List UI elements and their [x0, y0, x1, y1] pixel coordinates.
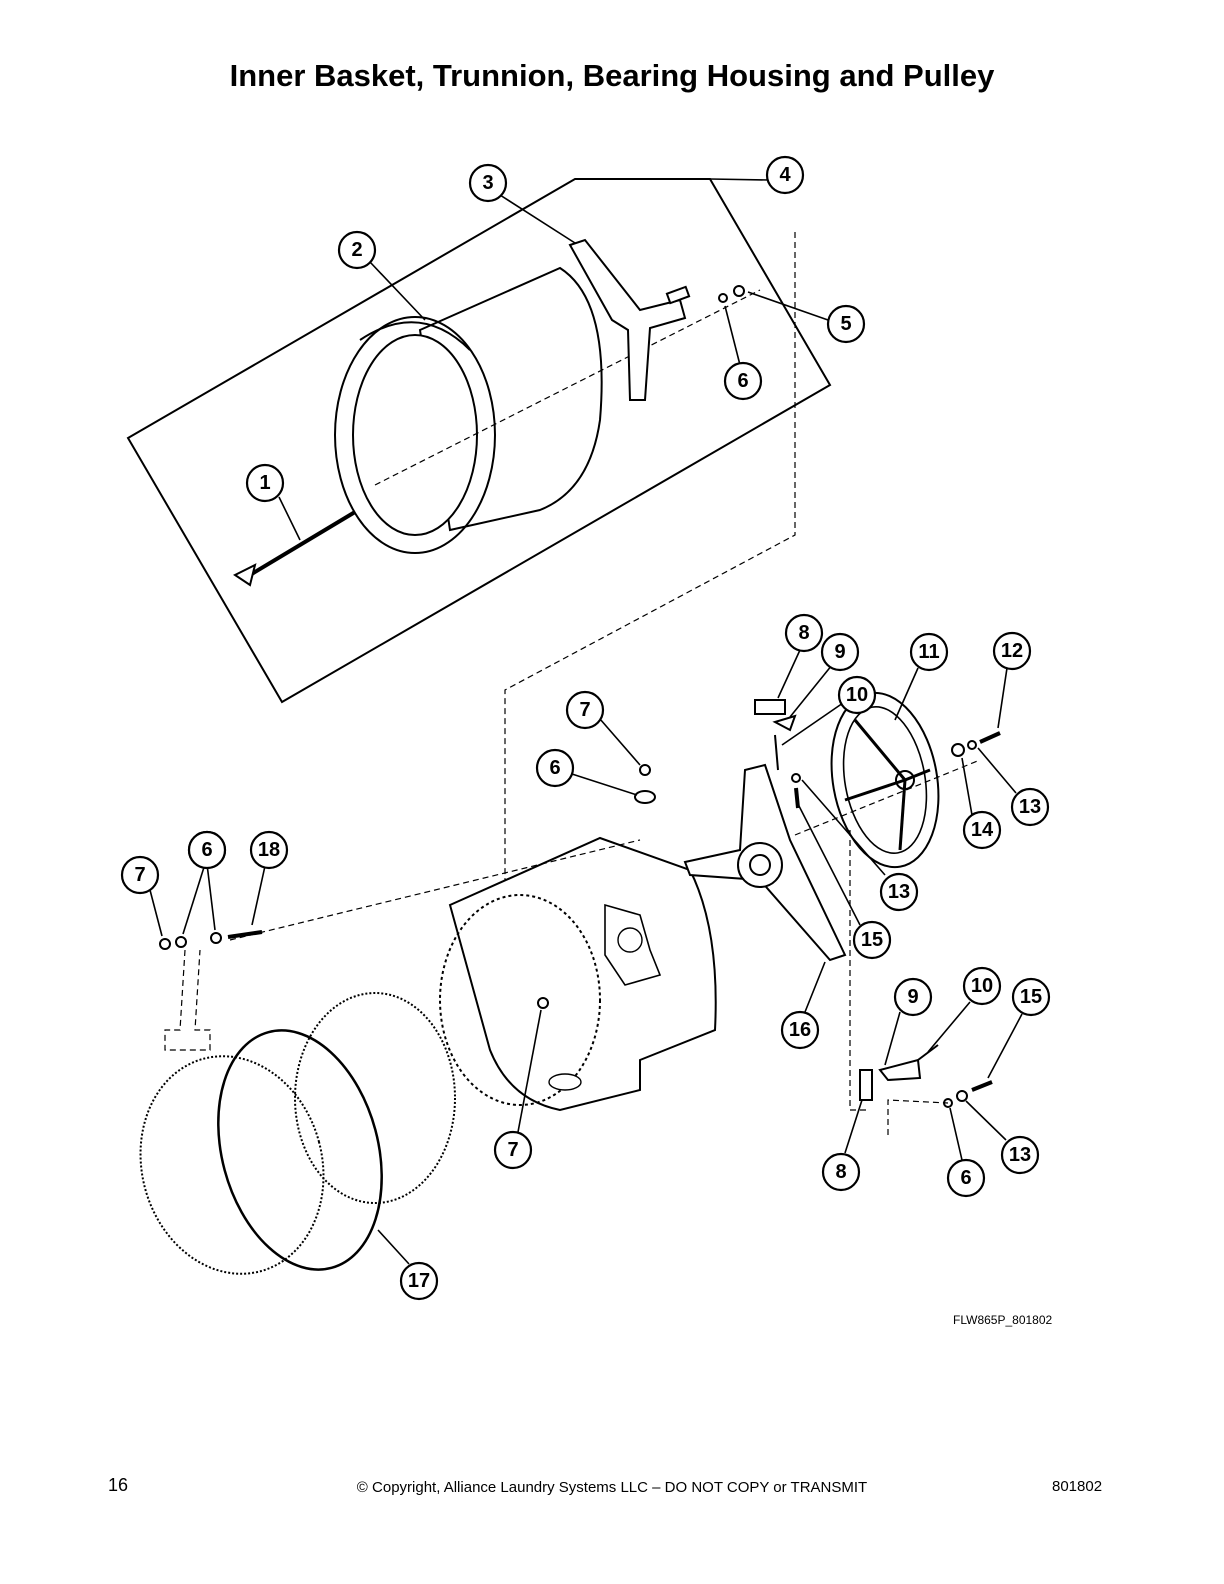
page-number: 16 [108, 1475, 129, 1495]
figure-id: FLW865P_801802 [953, 1313, 1053, 1327]
callout-1: 1 [245, 463, 285, 503]
svg-text:11: 11 [918, 641, 939, 663]
washer-13-upper [791, 773, 801, 783]
door-gasket-17 [217, 1029, 383, 1271]
callout-15: 15 [852, 920, 892, 960]
clamp-ring-outline [139, 1055, 325, 1275]
callout-14: 14 [962, 810, 1002, 850]
front-tub-outline [294, 992, 456, 1204]
basket-rod [233, 510, 357, 587]
callout-15: 15 [1011, 977, 1051, 1017]
svg-text:1: 1 [259, 472, 270, 494]
bearing-housing [683, 763, 847, 962]
svg-text:4: 4 [779, 164, 791, 186]
svg-text:12: 12 [1001, 640, 1023, 662]
clip-9-lower [878, 1058, 922, 1082]
nut-13-lower [956, 1090, 968, 1102]
svg-text:7: 7 [579, 699, 590, 721]
pin-10-lower [917, 1044, 939, 1061]
svg-text:5: 5 [840, 313, 851, 335]
callout-6: 6 [946, 1158, 986, 1198]
nut-13-pulley [967, 740, 977, 750]
page-title: Inner Basket, Trunnion, Bearing Housing … [229, 58, 995, 93]
svg-text:10: 10 [971, 975, 993, 997]
inner-basket [334, 266, 761, 554]
callout-6: 6 [535, 748, 575, 788]
nut-7-left [159, 938, 171, 950]
pin-10-upper [774, 734, 779, 771]
callout-13: 13 [1000, 1135, 1040, 1175]
basket-assembly-outline [126, 178, 832, 704]
svg-text:13: 13 [1009, 1144, 1031, 1166]
callout-7: 7 [565, 690, 605, 730]
callout-6: 6 [723, 361, 763, 401]
bracket-8-lower [859, 1069, 873, 1101]
svg-text:13: 13 [888, 881, 910, 903]
svg-text:17: 17 [408, 1270, 430, 1292]
washer-6-left-b [210, 932, 222, 944]
svg-text:18: 18 [258, 839, 280, 861]
svg-text:15: 15 [1020, 986, 1042, 1008]
svg-text:10: 10 [846, 684, 868, 706]
bracket-8-upper [754, 699, 786, 715]
svg-text:7: 7 [507, 1139, 518, 1161]
callout-10: 10 [837, 675, 877, 715]
nut-5 [733, 285, 745, 297]
washer-6-left-a [175, 936, 187, 948]
clip-9-upper [772, 714, 797, 732]
nut-7-top [639, 764, 651, 776]
washer-14 [951, 743, 965, 757]
copyright-notice: © Copyright, Alliance Laundry Systems LL… [356, 1479, 868, 1496]
svg-text:6: 6 [201, 839, 212, 861]
svg-text:9: 9 [907, 986, 918, 1008]
svg-text:16: 16 [789, 1019, 811, 1041]
svg-text:6: 6 [549, 757, 560, 779]
callout-6: 6 [187, 830, 227, 870]
callout-16: 16 [780, 1010, 820, 1050]
callout-18: 18 [249, 830, 289, 870]
callout-8: 8 [821, 1152, 861, 1192]
svg-text:3: 3 [482, 172, 493, 194]
callout-7: 7 [120, 855, 160, 895]
svg-text:8: 8 [798, 622, 809, 644]
callout-8: 8 [784, 613, 824, 653]
callout-7: 7 [493, 1130, 533, 1170]
washer-6-upper [718, 293, 728, 303]
screw-15-lower [971, 1080, 993, 1092]
callout-10: 10 [962, 966, 1002, 1006]
callout-3: 3 [468, 163, 508, 203]
bolt-18 [227, 930, 263, 939]
pulley [794, 691, 981, 869]
bolt-12 [979, 731, 1001, 744]
outer-tub [439, 836, 717, 1112]
svg-text:14: 14 [971, 819, 994, 841]
svg-text:9: 9 [834, 641, 845, 663]
callout-13: 13 [879, 872, 919, 912]
callout-13: 13 [1010, 787, 1050, 827]
svg-text:2: 2 [351, 239, 362, 261]
callout-17: 17 [399, 1261, 439, 1301]
nut-7-bottom [537, 997, 549, 1009]
callout-9: 9 [820, 632, 860, 672]
callout-2: 2 [337, 230, 377, 270]
svg-text:7: 7 [134, 864, 145, 886]
svg-text:6: 6 [960, 1167, 971, 1189]
callout-4: 4 [765, 155, 805, 195]
svg-text:15: 15 [861, 929, 883, 951]
basket-spider [568, 238, 691, 401]
svg-text:6: 6 [737, 370, 748, 392]
svg-text:8: 8 [835, 1161, 846, 1183]
document-number: 801802 [1052, 1478, 1103, 1495]
svg-text:13: 13 [1019, 796, 1041, 818]
screw-15-upper [794, 787, 800, 809]
callout-5: 5 [826, 304, 866, 344]
callout-9: 9 [893, 977, 933, 1017]
callout-12: 12 [992, 631, 1032, 671]
washer-6-top [634, 790, 656, 804]
callout-11: 11 [909, 632, 949, 672]
